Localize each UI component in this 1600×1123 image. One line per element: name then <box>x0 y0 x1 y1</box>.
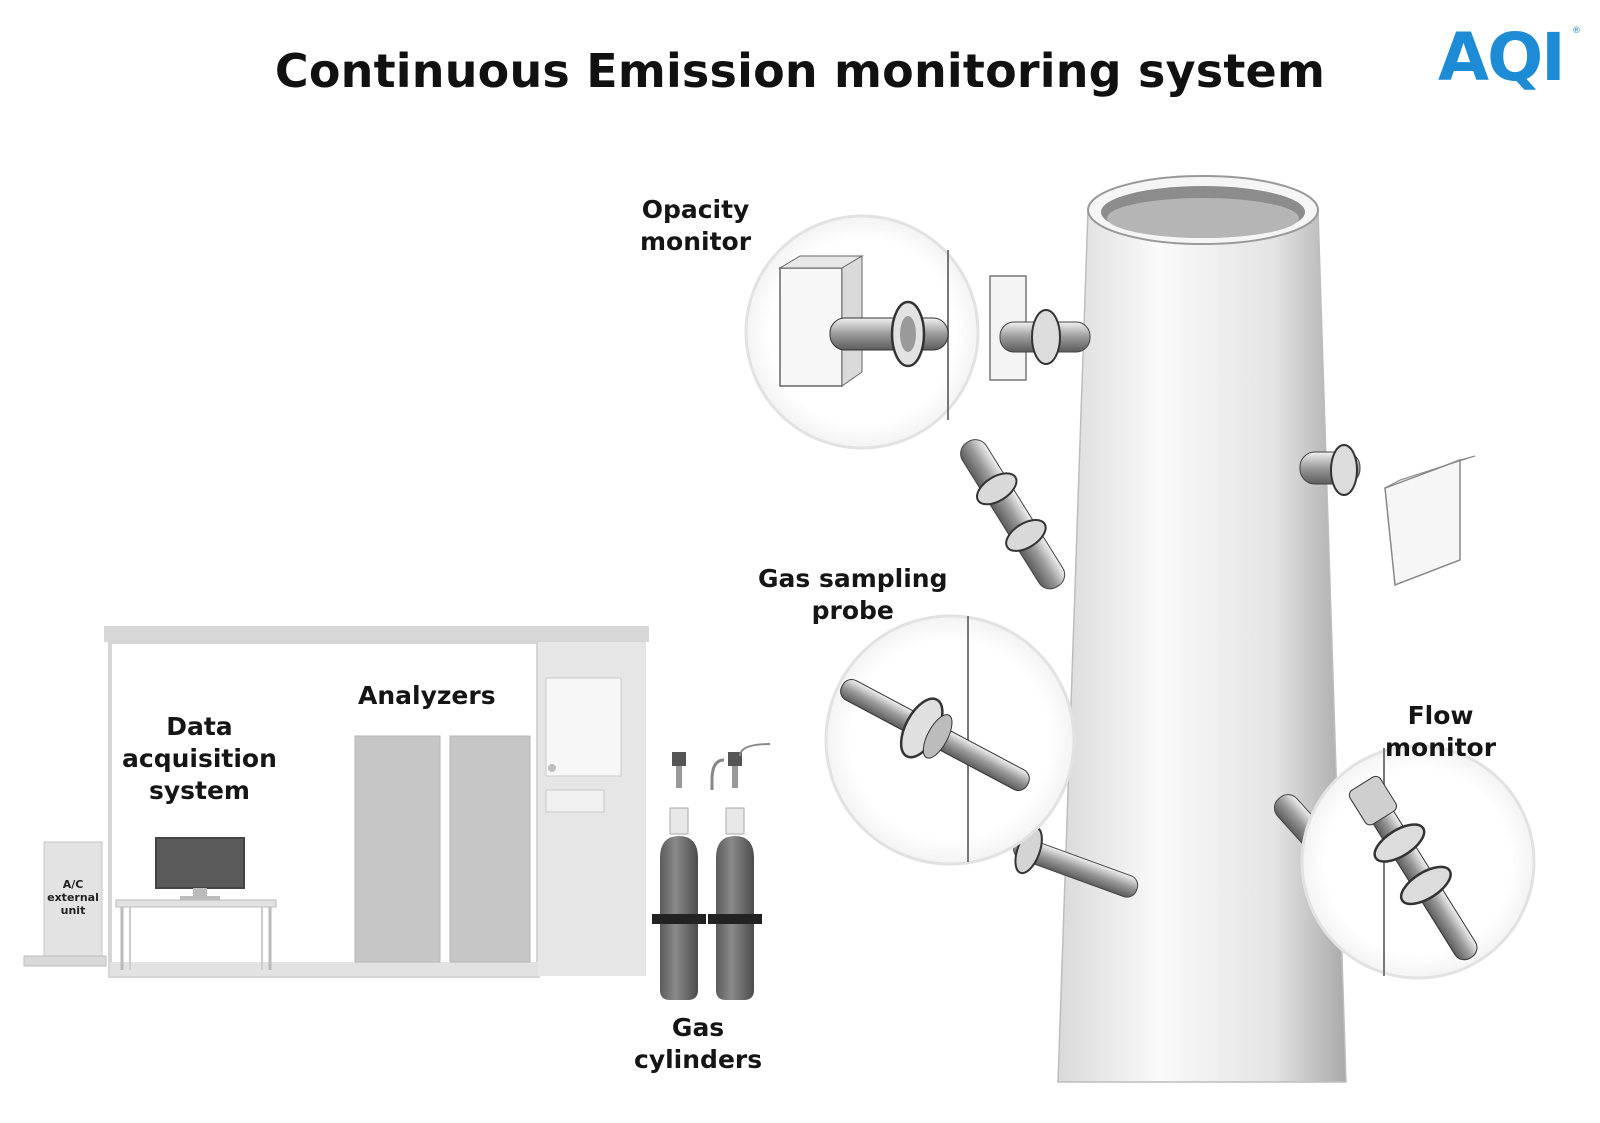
gas-cylinder-2 <box>708 743 771 1000</box>
label-data-acquisition-system: Data acquisition system <box>122 711 277 807</box>
label-flow-monitor: Flow monitor <box>1385 700 1496 764</box>
label-line: external <box>47 891 99 904</box>
label-gas-cylinders: Gas cylinders <box>634 1012 762 1076</box>
label-analyzers: Analyzers <box>358 680 496 712</box>
label-line: system <box>148 776 250 805</box>
label-line: Flow <box>1407 701 1474 730</box>
gas-sampling-probe-stack-mount <box>960 439 1066 590</box>
stack <box>1057 175 1347 1083</box>
label-line: monitor <box>1385 733 1497 762</box>
opacity-monitor-detail <box>744 214 980 450</box>
label-line: Opacity <box>641 195 750 224</box>
label-line: Data <box>166 712 233 741</box>
ac-external-unit <box>23 841 107 967</box>
flow-monitor-detail <box>1300 744 1536 980</box>
gas-cylinder-1 <box>652 752 706 1000</box>
label-line: unit <box>60 904 86 917</box>
gas-sampling-probe-detail <box>824 614 1076 866</box>
label-line: Analyzers <box>358 681 496 710</box>
page-title: Continuous Emission monitoring system <box>274 44 1326 98</box>
opacity-reflector <box>1299 444 1476 587</box>
label-line: Gas sampling <box>758 564 948 593</box>
label-line: monitor <box>640 227 752 256</box>
logo-registered-mark: ® <box>1572 26 1581 36</box>
aqi-logo: AQI ® <box>1438 19 1581 96</box>
label-ac-external-unit: A/C external unit <box>46 878 100 917</box>
logo-text: AQI <box>1438 19 1566 96</box>
label-line: acquisition <box>122 744 277 773</box>
label-line: A/C <box>62 878 84 891</box>
label-line: probe <box>811 596 894 625</box>
data-acquisition-workstation <box>115 837 277 970</box>
opacity-monitor-stack-mount <box>989 275 1091 381</box>
label-line: Gas <box>671 1013 725 1042</box>
label-gas-sampling-probe: Gas sampling probe <box>758 563 948 627</box>
label-line: cylinders <box>634 1045 763 1074</box>
label-opacity-monitor: Opacity monitor <box>640 194 751 258</box>
gas-cylinders <box>652 743 771 1000</box>
analyzer-cabinets <box>354 735 531 963</box>
